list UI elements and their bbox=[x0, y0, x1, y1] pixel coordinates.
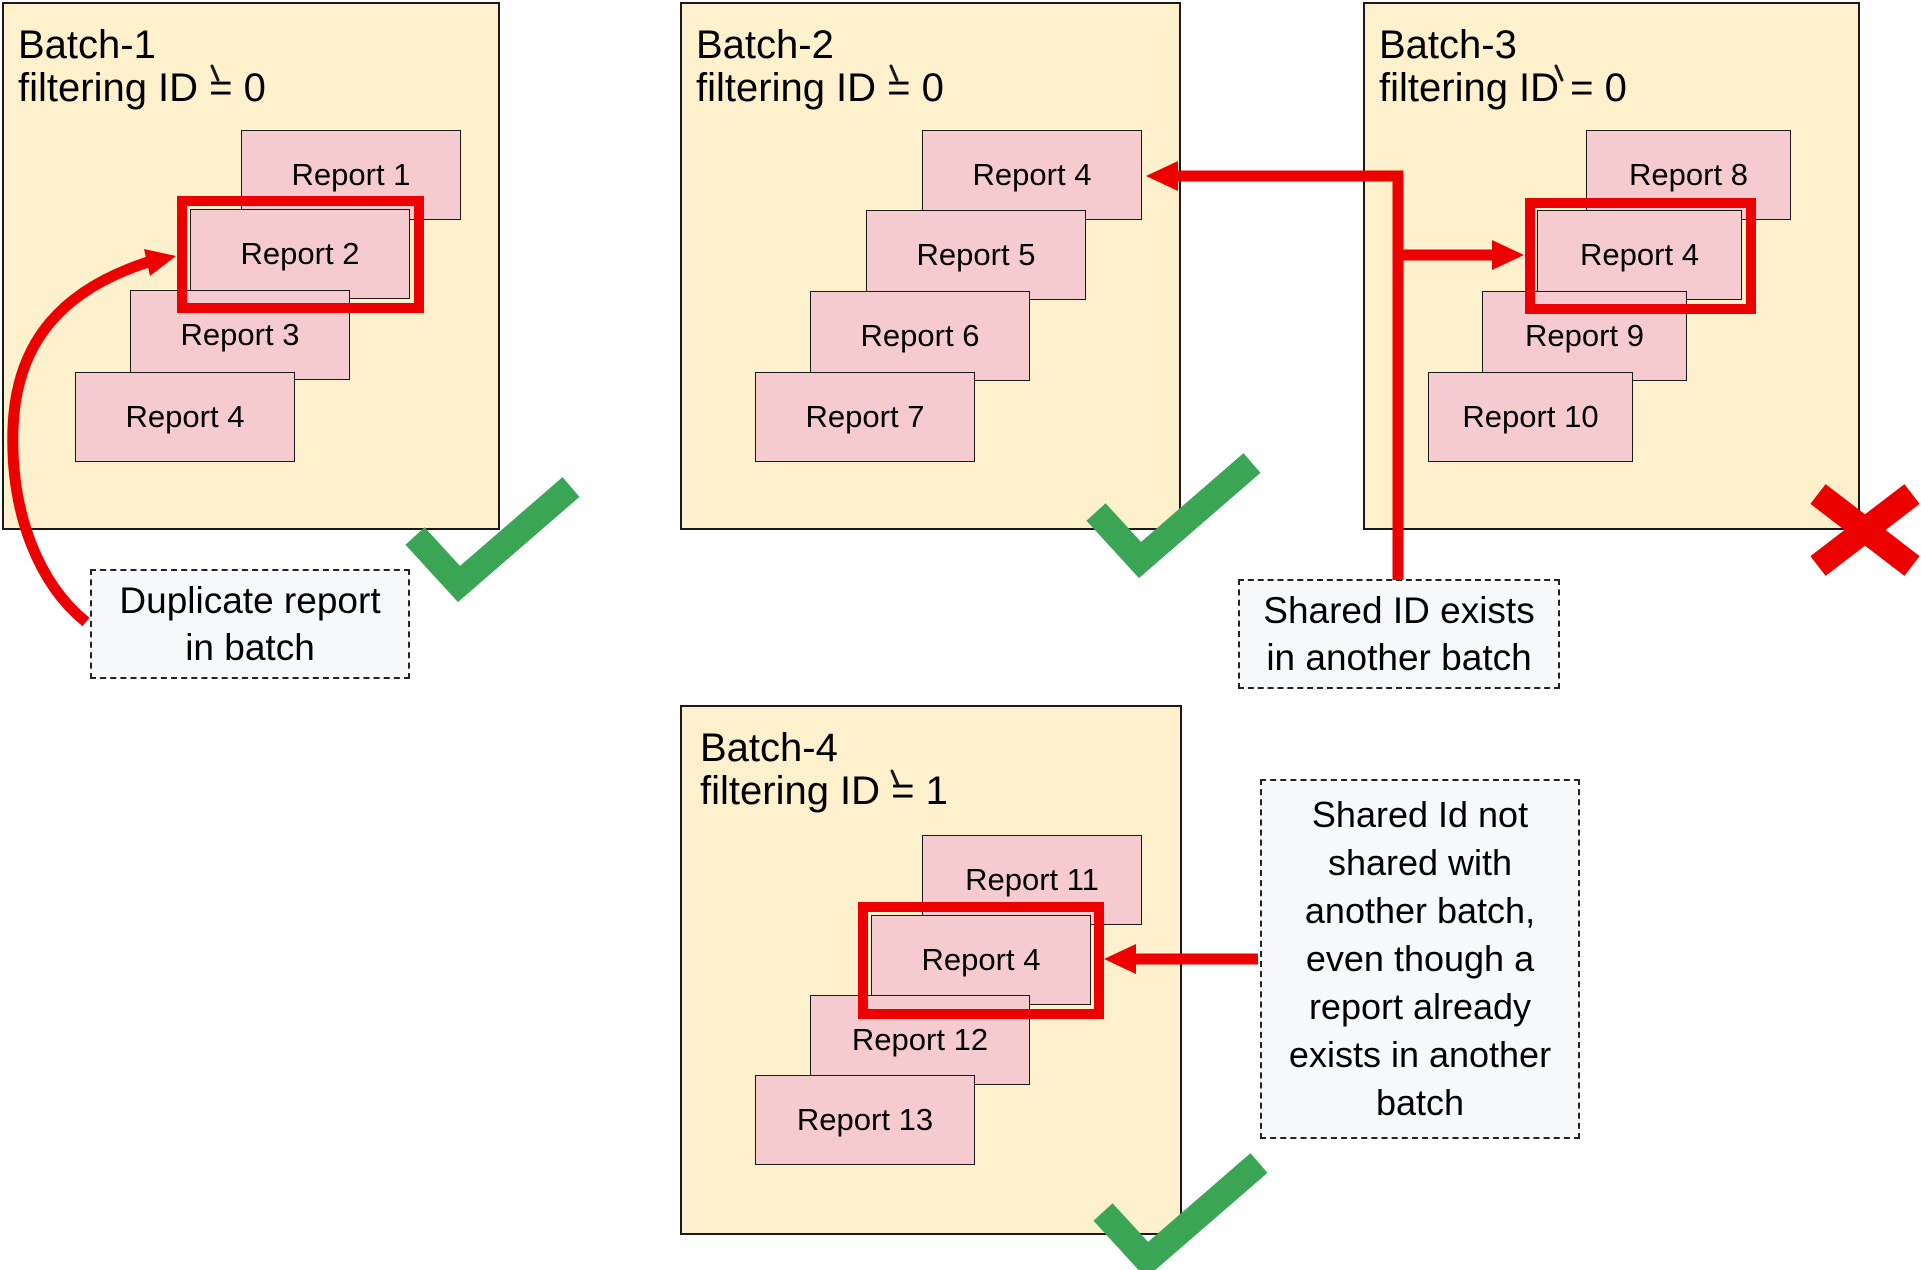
report-label: Report 9 bbox=[1525, 318, 1644, 353]
report-label: Report 2 bbox=[240, 236, 360, 271]
report-card: Report 4 bbox=[871, 915, 1091, 1005]
batch-1-panel: Batch-1 filtering ID = 0 Report 1 Report… bbox=[2, 2, 500, 530]
report-card: Report 13 bbox=[755, 1075, 975, 1165]
report-card: Report 4 bbox=[1537, 210, 1742, 300]
report-label: Report 10 bbox=[1462, 399, 1599, 434]
report-label: Report 4 bbox=[1580, 237, 1699, 272]
report-card: Report 4 bbox=[922, 130, 1142, 220]
annotation-shared-id-exists: Shared ID exists in another batch bbox=[1238, 579, 1560, 689]
report-label: Report 12 bbox=[851, 1022, 989, 1057]
report-card: Report 6 bbox=[810, 291, 1030, 381]
report-label: Report 1 bbox=[291, 157, 411, 192]
report-card: Report 4 bbox=[75, 372, 295, 462]
report-card: Report 5 bbox=[866, 210, 1086, 300]
batch-2-title: Batch-2 filtering ID = 0 bbox=[696, 23, 944, 110]
report-card: Report 7 bbox=[755, 372, 975, 462]
batch-2-panel: Batch-2 filtering ID = 0 Report 4 Report… bbox=[680, 2, 1181, 530]
batch-4-panel: Batch-4 filtering ID = 1 Report 11 Repor… bbox=[680, 705, 1182, 1235]
report-label: Report 3 bbox=[180, 317, 300, 352]
annotation-duplicate-report: Duplicate report in batch bbox=[90, 569, 410, 679]
batch-1-title: Batch-1 filtering ID = 0 bbox=[18, 23, 266, 110]
report-label: Report 11 bbox=[965, 862, 1099, 897]
report-label: Report 4 bbox=[921, 942, 1041, 977]
report-label: Report 8 bbox=[1629, 157, 1748, 192]
shared-id-highlight-frame bbox=[1525, 198, 1756, 314]
report-label: Report 13 bbox=[796, 1102, 934, 1137]
report-label: Report 4 bbox=[125, 399, 245, 434]
duplicate-highlight-frame bbox=[177, 196, 424, 313]
not-shared-highlight-frame bbox=[858, 902, 1104, 1019]
batch-4-title: Batch-4 filtering ID = 1 bbox=[700, 726, 948, 813]
batch-3-title: Batch-3 filtering ID = 0 bbox=[1379, 23, 1627, 110]
report-label: Report 7 bbox=[805, 399, 925, 434]
report-label: Report 5 bbox=[916, 237, 1036, 272]
report-card: Report 10 bbox=[1428, 372, 1633, 462]
report-label: Report 4 bbox=[972, 157, 1092, 192]
annotation-shared-id-not-shared: Shared Id not shared with another batch,… bbox=[1260, 779, 1580, 1139]
report-label: Report 6 bbox=[860, 318, 980, 353]
batch-3-panel: Batch-3 filtering ID = 0 Report 8 Report… bbox=[1363, 2, 1860, 530]
